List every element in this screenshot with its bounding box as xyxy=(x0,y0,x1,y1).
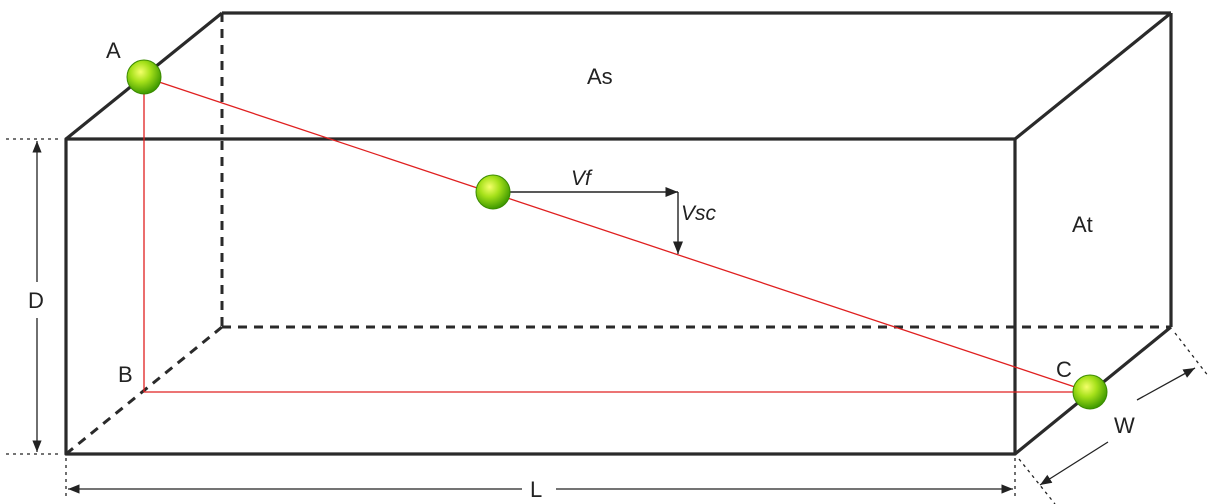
labels: A B C As At Vf Vsc D L W xyxy=(28,38,1135,502)
trajectory-lines xyxy=(143,76,1091,393)
label-point-b: B xyxy=(118,362,133,387)
particle-sphere-icon xyxy=(126,59,162,95)
label-cross-section-area: At xyxy=(1072,212,1093,237)
depth-dimension xyxy=(6,138,60,455)
width-arrow-upper xyxy=(1136,367,1196,401)
label-length: L xyxy=(530,477,542,502)
hidden-edges xyxy=(65,13,1171,456)
particle-sphere-icon xyxy=(475,174,511,210)
front-face xyxy=(64,137,1017,456)
label-point-c: C xyxy=(1056,357,1072,382)
settling-path-line xyxy=(143,76,1091,393)
length-dimension xyxy=(65,458,1016,498)
width-arrow-lower xyxy=(1039,441,1109,486)
top-edge-right xyxy=(1013,11,1173,141)
visible-edges xyxy=(64,11,1173,456)
width-dimension xyxy=(1018,332,1209,504)
width-extension-front xyxy=(1018,458,1056,504)
label-width: W xyxy=(1114,413,1135,438)
width-extension-back xyxy=(1174,332,1209,378)
label-depth: D xyxy=(28,288,44,313)
label-flow-velocity: Vf xyxy=(571,167,593,190)
particles xyxy=(126,59,1108,410)
label-point-a: A xyxy=(106,38,121,63)
velocity-vectors xyxy=(493,186,684,254)
particle-sphere-icon xyxy=(1072,374,1108,410)
label-surface-area: As xyxy=(587,64,613,89)
label-settling-velocity: Vsc xyxy=(681,202,717,225)
